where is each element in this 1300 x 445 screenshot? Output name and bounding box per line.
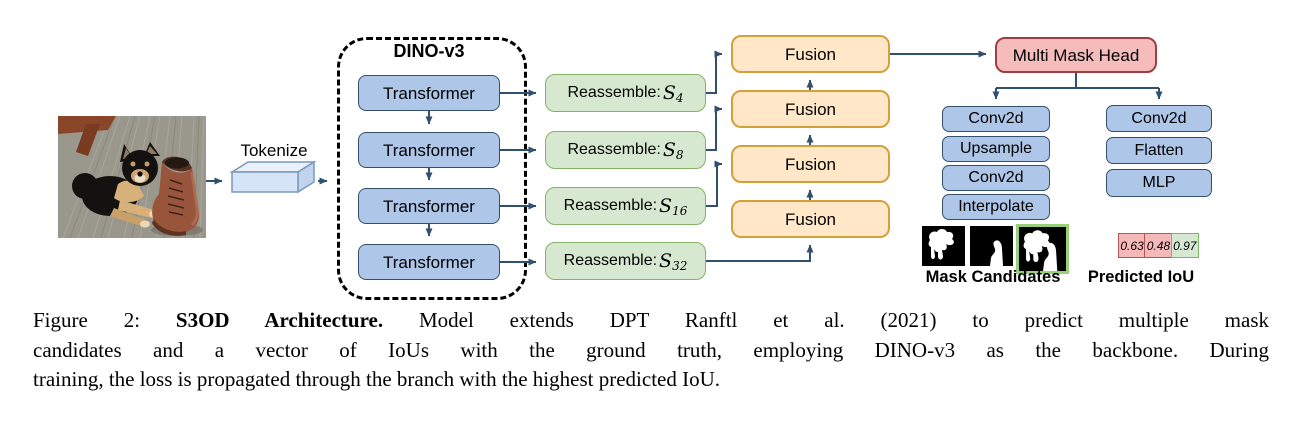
predicted-iou-strip: 0.63 0.48 0.97 — [1118, 233, 1199, 258]
reassemble-prefix: Reassemble: — [563, 197, 658, 214]
iou-cell-high: 0.97 — [1170, 233, 1199, 258]
reassemble-subscript: 4 — [675, 91, 684, 105]
transformer-block-2: Transformer — [358, 132, 500, 168]
multi-mask-head-block: Multi Mask Head — [995, 37, 1157, 73]
reassemble-prefix: Reassemble: — [563, 252, 658, 269]
reassemble-symbol: S — [662, 138, 676, 161]
caption-figure-number: Figure 2: — [33, 308, 176, 332]
caption-line-3: training, the loss is propagated through… — [33, 367, 721, 391]
dog-and-boot-image — [58, 116, 206, 238]
iou-branch-flatten: Flatten — [1106, 137, 1212, 164]
fusion-block-1: Fusion — [731, 35, 890, 73]
flow-arrows — [206, 50, 1163, 266]
reassemble-prefix: Reassemble: — [567, 141, 661, 158]
reassemble-subscript: 16 — [672, 204, 688, 218]
mask-branch-interpolate: Interpolate — [942, 194, 1050, 220]
boot — [151, 156, 203, 236]
fusion-block-4: Fusion — [731, 200, 890, 238]
caption-line-2: candidates and a vector of IoUs with the… — [33, 337, 1269, 362]
reassemble-symbol: S — [662, 81, 676, 104]
input-photo — [58, 116, 206, 238]
tokenize-label: Tokenize — [240, 141, 308, 160]
reassemble-symbol: S — [659, 194, 673, 217]
iou-cell-low-2: 0.48 — [1144, 233, 1173, 258]
iou-cell-low-1: 0.63 — [1118, 233, 1146, 258]
mask-branch-conv2d-1: Conv2d — [942, 106, 1050, 132]
mask-candidate-3-selected — [1016, 224, 1069, 274]
reassemble-subscript: 32 — [672, 259, 688, 273]
fusion-block-2: Fusion — [731, 90, 890, 128]
dino-v3-container — [337, 37, 527, 300]
transformer-block-3: Transformer — [358, 188, 500, 224]
transformer-block-1: Transformer — [358, 75, 500, 111]
mask-branch-upsample: Upsample — [942, 136, 1050, 162]
chair-leg — [58, 116, 116, 156]
dog — [72, 142, 160, 228]
reassemble-symbol: S — [659, 249, 673, 272]
figure-caption: Figure 2: S3OD Architecture. Model exten… — [33, 306, 1269, 395]
reassemble-prefix: Reassemble: — [567, 84, 661, 101]
reassemble-subscript: 8 — [675, 148, 684, 162]
caption-line-1: Figure 2: S3OD Architecture. Model exten… — [33, 306, 1269, 336]
iou-branch-conv2d: Conv2d — [1106, 105, 1212, 132]
predicted-iou-label: Predicted IoU — [1087, 268, 1195, 286]
tokenize-3d-box — [229, 160, 317, 194]
mask-candidate-2 — [970, 226, 1013, 266]
mask-candidate-1 — [922, 226, 965, 266]
caption-title: S3OD Architecture. — [175, 308, 384, 332]
fusion-block-3: Fusion — [731, 145, 890, 183]
mask-branch-conv2d-2: Conv2d — [942, 165, 1050, 191]
mask-candidates-label: Mask Candidates — [925, 268, 1061, 286]
dino-v3-title: DINO-v3 — [393, 41, 465, 61]
caption-text: Model extends DPT Ranftl et al. (2021) t… — [383, 308, 1270, 332]
transformer-block-4: Transformer — [358, 244, 500, 280]
iou-branch-mlp: MLP — [1106, 169, 1212, 197]
